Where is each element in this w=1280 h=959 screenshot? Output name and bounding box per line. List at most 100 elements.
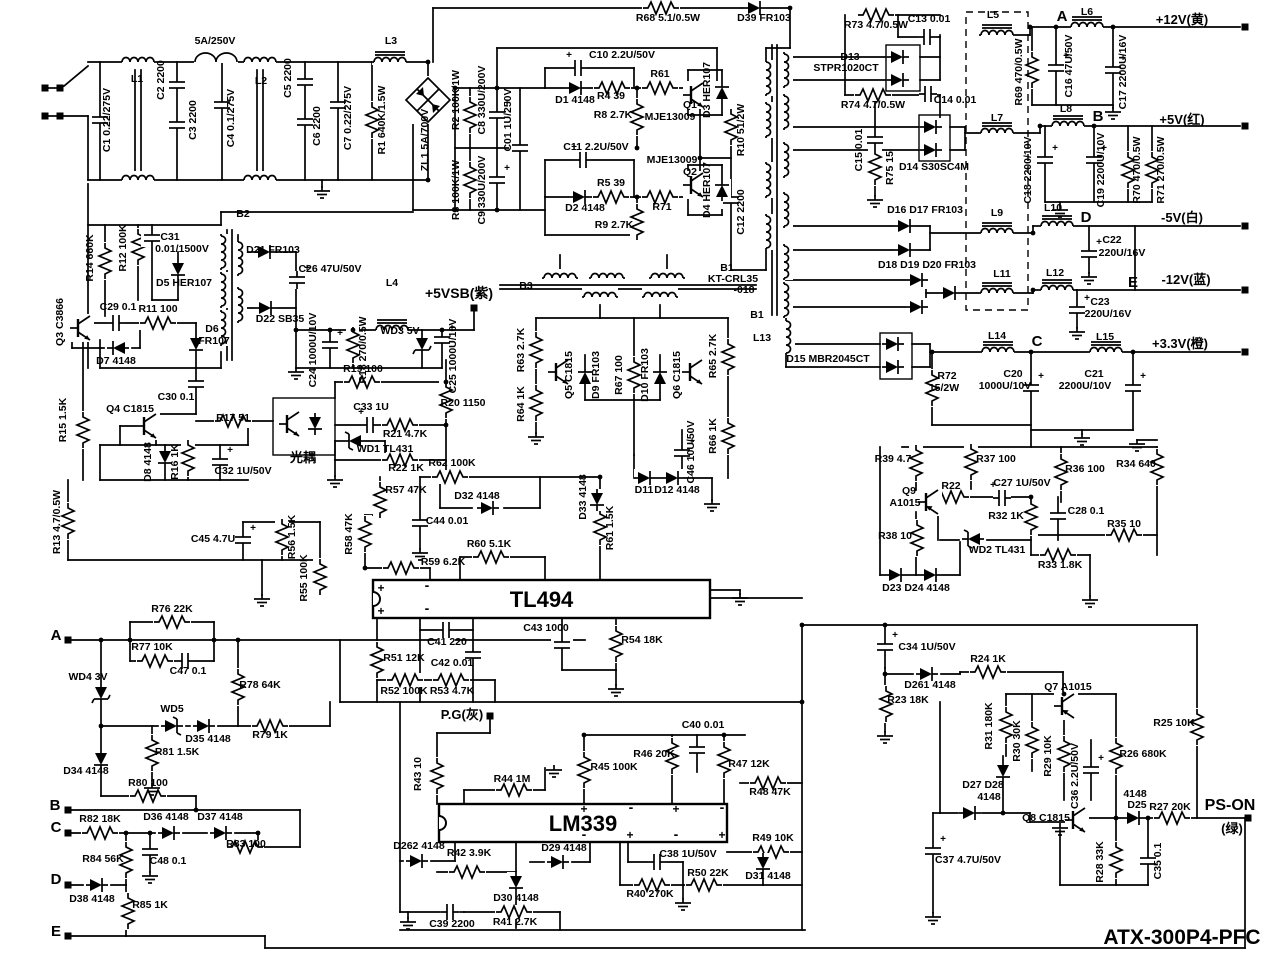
component-label: R19 100 — [343, 363, 383, 375]
cap-symbol — [89, 111, 111, 129]
component-label: D29 4148 — [541, 842, 587, 854]
component-label: C28 0.1 — [1068, 505, 1105, 517]
capp-symbol: + — [1045, 51, 1069, 77]
plus-mark: + — [227, 445, 233, 456]
res-symbol — [908, 519, 926, 557]
npn-symbol — [279, 410, 303, 438]
res-symbol — [663, 737, 681, 775]
junction-dot — [1000, 810, 1006, 816]
res-symbol — [1148, 448, 1166, 486]
component-label: +5V(红) — [1159, 112, 1204, 127]
component-label: -5V(白) — [1161, 210, 1203, 225]
component-label: C45 4.7U — [191, 533, 235, 545]
component-label: L9 — [991, 207, 1003, 219]
ind-symbol — [763, 214, 775, 250]
component-label: C29 0.1 — [100, 301, 137, 313]
capp-symbol: + — [486, 98, 510, 124]
res-symbol — [1055, 735, 1073, 773]
res-symbol — [229, 668, 247, 706]
cap-symbol — [176, 650, 194, 672]
dio-symbol — [92, 749, 110, 771]
junction-dot — [452, 207, 458, 213]
component-label: R82 18K — [79, 813, 121, 825]
res-symbol — [907, 444, 925, 482]
component-label: R47 12K — [728, 758, 770, 770]
dio-symbol — [713, 179, 731, 201]
component-label: B — [50, 797, 61, 814]
component-label: ATX-300P4-PFC — [1103, 926, 1260, 949]
terminal-square — [41, 112, 49, 120]
ind-symbol — [781, 94, 793, 130]
component-label: R81 1.5K — [155, 746, 200, 758]
component-label: R42 3.9K — [447, 847, 492, 859]
component-label: R1 640K/1.5W — [376, 85, 388, 154]
junction-dot — [487, 713, 493, 719]
component-label: C47 0.1 — [170, 665, 207, 677]
component-label: R35 10 — [1107, 518, 1141, 530]
component-label: R71 — [652, 201, 671, 213]
res-symbol — [1052, 453, 1070, 491]
component-label: R40 270K — [626, 888, 674, 900]
component-label: C7 0.22/275V — [342, 86, 354, 150]
ind-symbol — [242, 171, 278, 183]
component-label: L3 — [385, 35, 397, 47]
component-label: - — [582, 826, 587, 842]
component-label: WD4 3V — [68, 671, 107, 683]
junction-dot — [721, 732, 727, 738]
component-label: D18 D19 D20 FR103 — [878, 259, 976, 271]
res-symbol — [1023, 721, 1041, 759]
res-symbol — [273, 518, 291, 556]
component-label: D36 4148 — [143, 811, 189, 823]
dio-symbol — [1123, 809, 1145, 827]
component-label: L8 — [1060, 103, 1072, 115]
component-label: R25 10K — [1153, 717, 1195, 729]
res-symbol — [226, 838, 264, 856]
component-label: 220U/16V — [1085, 308, 1132, 320]
component-label: D31 4148 — [745, 870, 791, 882]
component-label: C46 10U/50V — [685, 420, 697, 483]
component-label: D14 S30SC4M — [899, 161, 969, 173]
npn-symbol — [683, 171, 707, 199]
cap-symbol — [409, 514, 431, 532]
plus-mark: + — [250, 523, 256, 534]
component-label: R65 2.7K — [707, 333, 719, 378]
component-label: 4148 — [977, 791, 1001, 803]
junction-dot — [799, 699, 805, 705]
component-label: C2 2200 — [155, 60, 167, 100]
component-label: R58 47K — [343, 513, 355, 555]
indc-symbol — [979, 24, 1015, 38]
component-label: R27 20K — [1149, 801, 1191, 813]
dio-symbol — [713, 81, 731, 103]
component-label: P.G(灰) — [441, 707, 483, 722]
component-label: L12 — [1046, 267, 1064, 279]
component-label: R75 15 — [884, 151, 896, 185]
component-label: R72 — [937, 370, 956, 382]
res-symbol — [368, 641, 386, 679]
component-label: 光耦 — [289, 450, 316, 465]
component-label: R49 10K — [752, 832, 794, 844]
component-label: D27 D28 — [962, 779, 1004, 791]
plus-mark: + — [449, 323, 455, 334]
component-label: C17 2200U/16V — [1117, 35, 1129, 110]
dio-symbol — [507, 872, 525, 894]
component-label: D39 FR103 — [737, 12, 791, 24]
component-label: C6 2200 — [311, 106, 323, 146]
res-symbol — [1107, 841, 1125, 879]
plus-mark: + — [1096, 237, 1102, 248]
component-label: R85 1K — [132, 899, 168, 911]
component-label: 5A/250V — [195, 35, 236, 47]
res-symbol — [719, 417, 737, 455]
ind-symbol — [781, 142, 793, 178]
component-label: D6 — [205, 323, 219, 335]
dio-symbol — [906, 298, 928, 316]
junction-dot — [1030, 287, 1036, 293]
component-label: Q3 C3866 — [54, 298, 66, 346]
cap-symbol — [294, 73, 316, 91]
npn-symbol — [136, 412, 160, 440]
ind-symbol — [218, 310, 230, 346]
pnp-symbol — [1054, 692, 1078, 720]
component-label: C14 0.01 — [934, 94, 977, 106]
plus-mark: + — [571, 142, 577, 153]
dio-symbol — [169, 259, 187, 281]
